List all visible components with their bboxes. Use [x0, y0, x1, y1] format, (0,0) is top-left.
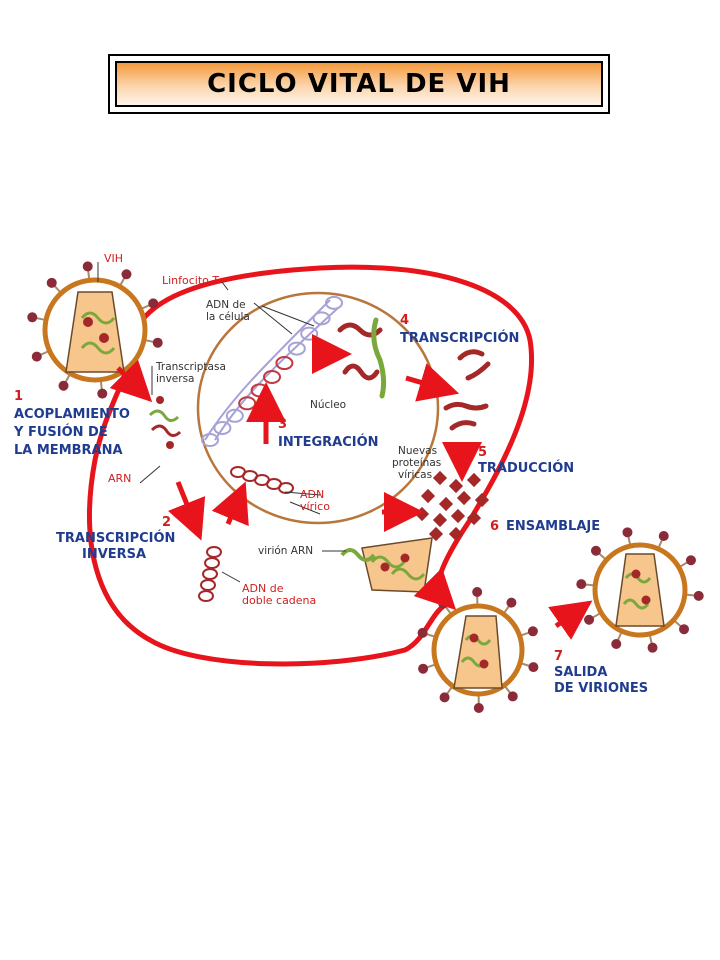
svg-text:3: 3: [278, 417, 287, 432]
label-nucleo: Núcleo: [310, 399, 346, 411]
svg-text:INVERSA: INVERSA: [82, 547, 146, 562]
svg-text:2: 2: [162, 515, 171, 530]
label-adn-celula-2: la célula: [206, 311, 250, 323]
label-linfocito: Linfocito T: [162, 274, 219, 287]
svg-text:TRADUCCIÓN: TRADUCCIÓN: [478, 460, 574, 476]
leader-lines: [97, 262, 346, 583]
process-arrows: [109, 334, 593, 640]
viral-rna-red: [150, 424, 182, 437]
label-nuevas-3: víricas: [398, 469, 432, 481]
step-4: 4 TRANSCRIPCIÓN: [400, 313, 519, 346]
step-2: 2 TRANSCRIPCIÓN INVERSA: [56, 515, 175, 562]
svg-text:4: 4: [400, 313, 409, 328]
svg-text:INTEGRACIÓN: INTEGRACIÓN: [278, 434, 379, 450]
viral-rna: [148, 409, 180, 422]
arrow-release: [548, 600, 593, 640]
viral-dna: [230, 466, 294, 494]
step-3: 3 INTEGRACIÓN: [278, 417, 379, 450]
step-6: 6 ENSAMBLAJE: [490, 519, 600, 534]
label-virion-arn: virión ARN: [258, 545, 313, 557]
virus-attaching: [27, 261, 163, 399]
label-adn-doble-2: doble cadena: [242, 594, 316, 607]
double-strand-dna: [198, 546, 222, 602]
virion-rna-strand: [340, 548, 376, 562]
arrow-reverse-transcription: [168, 481, 206, 541]
svg-text:DE VIRIONES: DE VIRIONES: [554, 681, 648, 696]
label-adn-doble-1: ADN de: [242, 582, 284, 595]
virus-released: [576, 527, 704, 653]
reverse-transcriptase-enzyme: [156, 396, 164, 404]
svg-text:7: 7: [554, 649, 563, 664]
svg-text:TRANSCRIPCIÓN: TRANSCRIPCIÓN: [56, 530, 175, 546]
step-1: 1 ACOPLAMIENTO Y FUSIÓN DE LA MEMBRANA: [13, 389, 130, 458]
label-arn: ARN: [108, 472, 131, 485]
svg-text:6: 6: [490, 519, 499, 534]
label-vih: VIH: [104, 252, 123, 265]
label-transcriptasa-2: inversa: [156, 373, 194, 385]
svg-text:5: 5: [478, 445, 487, 460]
label-adn-celula-1: ADN de: [206, 299, 246, 311]
svg-text:ACOPLAMIENTO: ACOPLAMIENTO: [14, 407, 130, 422]
step-5: 5 TRADUCCIÓN: [478, 445, 574, 476]
virion-capsid-assembling: [361, 537, 433, 593]
nucleus: [196, 291, 440, 525]
label-adn-virico-1: ADN: [300, 488, 324, 501]
page-title: CICLO VITAL DE VIH: [207, 69, 511, 99]
svg-text:TRANSCRIPCIÓN: TRANSCRIPCIÓN: [400, 330, 519, 346]
svg-text:LA MEMBRANA: LA MEMBRANA: [14, 443, 123, 458]
label-adn-virico-2: vírico: [300, 500, 330, 513]
label-nuevas-2: proteínas: [392, 457, 441, 469]
step-7: 7 SALIDA DE VIRIONES: [554, 649, 648, 696]
title-banner: CICLO VITAL DE VIH: [115, 61, 603, 107]
label-transcriptasa-1: Transcriptasa: [155, 361, 226, 373]
svg-text:SALIDA: SALIDA: [554, 665, 607, 680]
svg-text:ENSAMBLAJE: ENSAMBLAJE: [506, 519, 600, 534]
arrow-to-nucleus: [211, 481, 249, 527]
label-nuevas-1: Nuevas: [398, 445, 437, 457]
title-box: CICLO VITAL DE VIH: [108, 54, 610, 114]
arrow-budding: [413, 567, 457, 611]
svg-text:Y FUSIÓN DE: Y FUSIÓN DE: [13, 424, 108, 440]
reverse-transcriptase-enzyme-2: [166, 441, 174, 449]
virus-budding: [417, 587, 539, 713]
rna-transcripts: [337, 317, 491, 431]
arrow-transcription-2: [405, 363, 460, 402]
svg-text:1: 1: [14, 389, 23, 404]
arrow-fusion: [109, 359, 153, 403]
